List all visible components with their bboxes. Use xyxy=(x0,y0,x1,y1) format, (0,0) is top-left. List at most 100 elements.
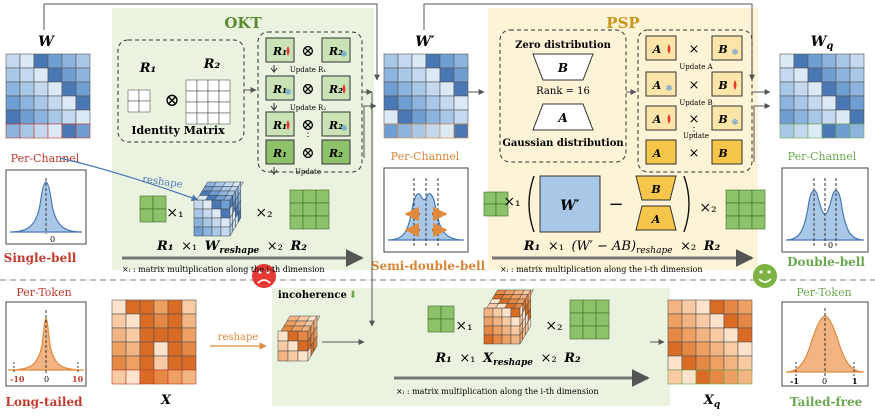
matrix-cell xyxy=(738,202,753,217)
matrix-cell xyxy=(737,355,753,371)
matrix-cell xyxy=(821,53,837,69)
matrix-cell xyxy=(5,109,21,125)
okt-times2: ×₂ xyxy=(255,205,272,221)
matrix-cell xyxy=(709,369,725,385)
happy-face-icon xyxy=(753,264,777,288)
times-sign: × xyxy=(689,146,700,161)
matrix-cell xyxy=(569,325,584,340)
cube-cell xyxy=(287,350,299,362)
matrix-cell xyxy=(138,100,151,113)
matrix-cell xyxy=(821,95,837,111)
cube-cell xyxy=(510,307,521,318)
top-feed-line-left xyxy=(43,3,380,81)
matrix-cell xyxy=(849,109,865,125)
matrix-cell xyxy=(595,325,610,340)
matrix-cell xyxy=(153,327,169,343)
cube-cell xyxy=(211,226,222,237)
matrix-cell xyxy=(111,355,127,371)
matrix-cell xyxy=(737,299,753,315)
identity-box xyxy=(117,39,245,143)
matrix-cell xyxy=(289,215,304,230)
update-label: Update B xyxy=(679,99,712,107)
matrix-cell xyxy=(75,53,91,69)
matrix-cell xyxy=(411,67,427,83)
cube-cell xyxy=(510,316,521,327)
matrix-cell xyxy=(383,67,399,83)
okt-note: ×ᵢ : matrix multiplication along the i-t… xyxy=(122,265,325,274)
b-block xyxy=(711,139,743,165)
b-text: B xyxy=(717,43,727,56)
matrix-cell xyxy=(383,109,399,125)
matrix-cell xyxy=(207,79,220,92)
matrix-cell xyxy=(397,53,413,69)
psp-feedback-line xyxy=(753,103,771,162)
a-block xyxy=(645,105,677,131)
bottom-note: ×ᵢ : matrix multiplication along the i-t… xyxy=(396,387,599,396)
cube-cell xyxy=(287,330,299,342)
long-tailed-label: Long-tailed xyxy=(6,395,84,409)
matrix-cell xyxy=(440,318,455,333)
psp-wprime-label: W′ xyxy=(560,198,580,214)
matrix-cell xyxy=(185,90,198,103)
psp-b-trapezoid xyxy=(635,175,677,201)
cube-cell xyxy=(220,226,231,237)
b-block xyxy=(711,71,743,97)
cube-cell xyxy=(492,316,503,327)
cube-cell xyxy=(277,330,289,342)
matrix-cell xyxy=(153,369,169,385)
matrix-cell xyxy=(667,327,683,343)
cube-cell xyxy=(501,325,512,336)
times-sign: × xyxy=(689,42,700,57)
matrix-cell xyxy=(397,81,413,97)
otimes-sign: ⊗ xyxy=(301,115,314,134)
cube-cell xyxy=(211,208,222,219)
x-reshape-cube-left xyxy=(277,315,321,362)
matrix-cell xyxy=(439,81,455,97)
matrix-cell xyxy=(47,95,63,111)
matrix-cell xyxy=(779,81,795,97)
a-block xyxy=(645,35,677,61)
gauss-dist-label: Gaussian distribution xyxy=(502,138,624,149)
matrix-cell xyxy=(196,112,209,125)
cube-cell xyxy=(202,208,213,219)
matrix-cell xyxy=(453,95,469,111)
matrix-cell xyxy=(397,123,413,139)
reshape-arrow-blue xyxy=(59,157,199,202)
r1-block xyxy=(265,139,295,165)
cube-cell xyxy=(527,316,532,332)
matrix-cell xyxy=(835,67,851,83)
cube-cell xyxy=(202,217,213,228)
times-sign: × xyxy=(689,78,700,93)
snowflake-icon: ❄ xyxy=(731,118,739,128)
matrix-cell xyxy=(5,81,21,97)
flame-icon xyxy=(667,44,671,54)
zero-dist-label: Zero distribution xyxy=(515,40,612,51)
update-label: Update A xyxy=(679,63,713,71)
matrix-cell xyxy=(709,327,725,343)
psp-times2: ×₂ xyxy=(699,200,716,216)
matrix-cell xyxy=(5,123,21,139)
r1-block xyxy=(265,75,295,101)
matrix-cell xyxy=(793,123,809,139)
matrix-cell xyxy=(125,355,141,371)
matrix-cell xyxy=(425,95,441,111)
r2-block xyxy=(321,139,351,165)
r2-block xyxy=(321,111,351,137)
psp-bracket-left xyxy=(528,175,535,233)
identity-big-grid xyxy=(185,79,231,125)
single-bell-zero: 0 xyxy=(50,235,55,244)
matrix-cell xyxy=(582,312,597,327)
cube-cell xyxy=(220,208,231,219)
b-text: B xyxy=(717,147,727,160)
matrix-cell xyxy=(302,215,317,230)
matrix-cell xyxy=(61,123,77,139)
matrix-cell xyxy=(139,341,155,357)
matrix-cell xyxy=(427,318,442,333)
psp-note: ×ᵢ : matrix multiplication along the i-t… xyxy=(500,265,703,274)
matrix-cell xyxy=(153,299,169,315)
matrix-cell xyxy=(75,67,91,83)
matrix-cell xyxy=(793,95,809,111)
matrix-cell xyxy=(723,313,739,329)
